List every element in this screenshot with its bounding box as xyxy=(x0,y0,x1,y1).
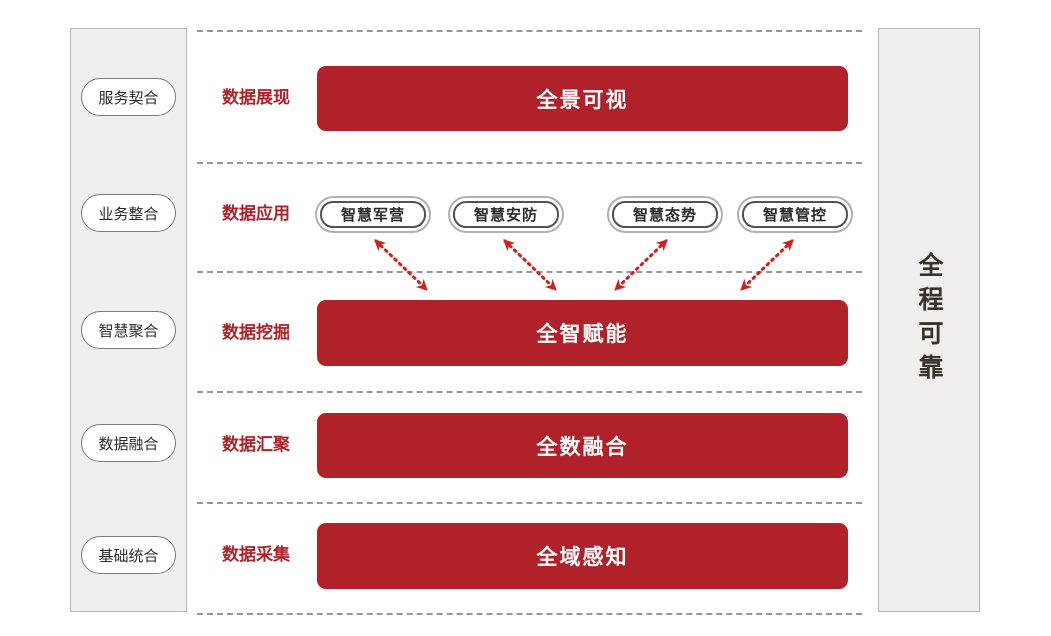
assurance-label: 全程可靠 xyxy=(915,252,943,388)
app-pill-label: 智慧管控 xyxy=(742,201,848,228)
dotted-separator xyxy=(197,30,862,32)
layer-bar-full-intelligence: 全智赋能 xyxy=(317,300,848,366)
dotted-separator xyxy=(197,613,862,615)
capability-pill-label: 数据融合 xyxy=(98,435,159,453)
capability-pill-label: 业务整合 xyxy=(98,205,159,223)
capability-pill-business: 业务整合 xyxy=(81,194,176,232)
dotted-separator xyxy=(197,391,862,393)
capability-pill-label: 基础统合 xyxy=(98,547,159,565)
capability-pill-label: 服务契合 xyxy=(98,89,159,107)
app-pill-label: 智慧安防 xyxy=(453,201,559,228)
capability-pill-intelligence: 智慧聚合 xyxy=(81,311,176,349)
layer-label-mining: 数据挖掘 xyxy=(222,323,290,342)
dotted-separator xyxy=(197,502,862,504)
dotted-separator xyxy=(197,162,862,164)
layer-bar-panoramic-visual: 全景可视 xyxy=(317,66,848,131)
capability-pill-label: 智慧聚合 xyxy=(98,322,159,340)
app-pill-smart-security: 智慧安防 xyxy=(448,196,564,233)
app-pill-smart-situation: 智慧态势 xyxy=(607,196,723,233)
layer-label-presentation: 数据展现 xyxy=(222,88,290,107)
capability-pill-data: 数据融合 xyxy=(81,424,176,462)
layer-label-collection: 数据采集 xyxy=(222,545,290,564)
layer-bar-full-data-fusion: 全数融合 xyxy=(317,413,848,478)
app-pill-label: 智慧态势 xyxy=(612,201,718,228)
flow-arrow-4 xyxy=(740,239,794,291)
layer-bar-full-domain-sense: 全域感知 xyxy=(317,523,848,589)
right-assurance-panel: 全程可靠 xyxy=(878,28,980,612)
flow-arrow-2 xyxy=(503,239,557,291)
data-flow-arrows xyxy=(374,239,794,291)
flow-arrow-3 xyxy=(614,239,668,291)
capability-pill-service: 服务契合 xyxy=(81,78,176,116)
layer-label-aggregation: 数据汇聚 xyxy=(222,435,290,454)
app-pill-smart-control: 智慧管控 xyxy=(737,196,853,233)
layer-label-application: 数据应用 xyxy=(222,204,290,223)
app-pill-smart-barracks: 智慧军营 xyxy=(315,196,431,233)
flow-arrow-1 xyxy=(374,239,428,291)
capability-pill-foundation: 基础统合 xyxy=(81,536,176,574)
app-pill-label: 智慧军营 xyxy=(320,201,426,228)
